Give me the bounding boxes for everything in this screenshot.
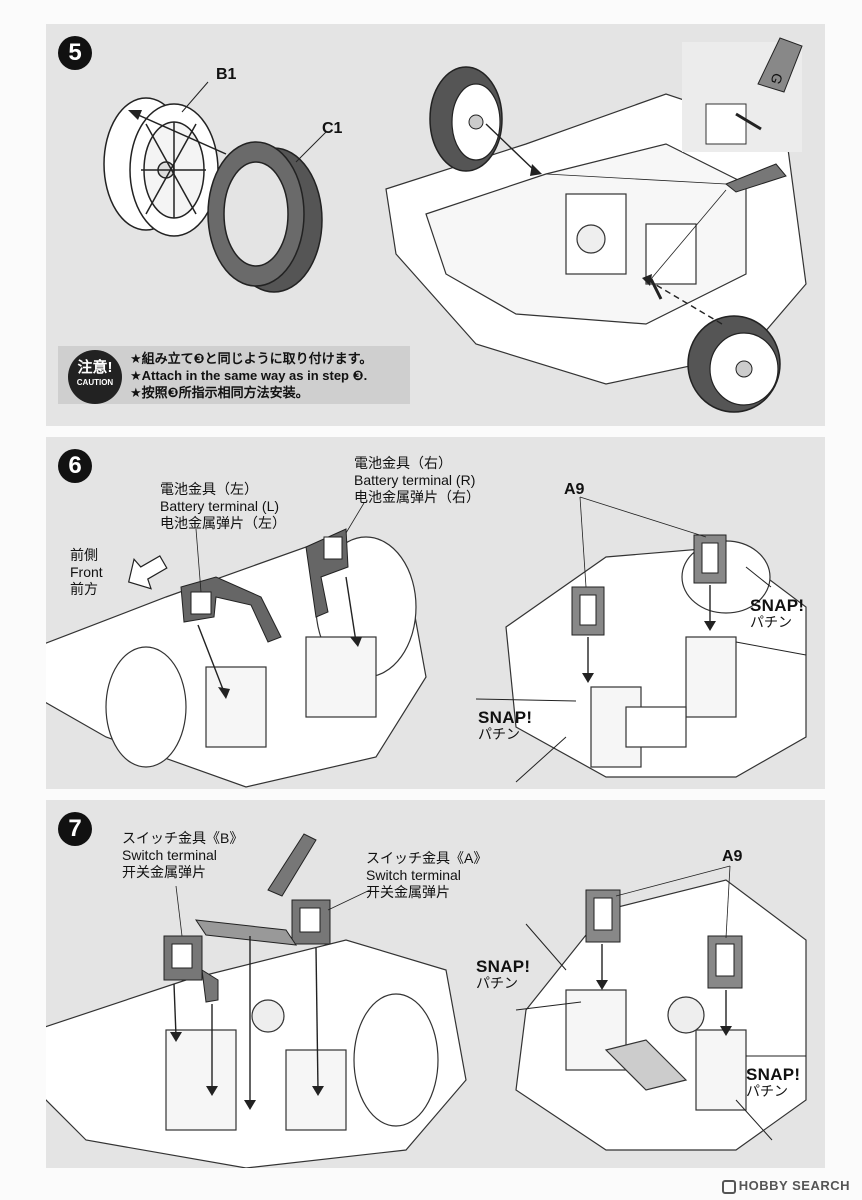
- front-label: 前側 Front 前方: [70, 547, 103, 598]
- step-7-illustration: [46, 833, 807, 1168]
- caution-line-cn: ★按照❸所指示相同方法安装。: [130, 385, 309, 400]
- snap-callout-right: SNAP! パチン: [750, 597, 804, 631]
- switch-terminal-b-jp: スイッチ金具《B》: [122, 830, 244, 846]
- svg-text:G: G: [767, 71, 786, 87]
- part-label-c1: C1: [322, 120, 343, 137]
- step-number: 5: [58, 36, 92, 70]
- part-label-a9: A9: [722, 848, 743, 865]
- snap-text-en: SNAP!: [746, 1065, 801, 1084]
- caution-line-en: ★Attach in the same way as in step ❸.: [130, 368, 368, 383]
- switch-terminal-a-en: Switch terminal: [366, 867, 461, 883]
- battery-terminal-right-jp: 電池金具（右）: [354, 455, 452, 471]
- snap-callout-right: SNAP! パチン: [746, 1066, 800, 1100]
- battery-terminal-left-label: 電池金具（左） Battery terminal (L) 电池金属弹片（左）: [160, 481, 286, 532]
- switch-terminal-a-label: スイッチ金具《A》 Switch terminal 开关金属弹片: [366, 850, 487, 901]
- hobby-search-logo-icon: [721, 1180, 736, 1194]
- caution-badge: 注意! CAUTION: [68, 350, 122, 404]
- step-6-panel: 6: [46, 437, 825, 789]
- watermark-text: HOBBY SEARCH: [738, 1178, 850, 1194]
- part-label-a9: A9: [564, 481, 585, 498]
- snap-callout-left: SNAP! パチン: [478, 709, 532, 743]
- snap-text-jp: パチン: [750, 614, 792, 630]
- snap-text-jp: パチン: [746, 1083, 788, 1099]
- front-label-cn: 前方: [70, 581, 98, 597]
- battery-terminal-right-cn: 电池金属弹片（右）: [354, 489, 480, 505]
- part-label-b1: B1: [216, 66, 237, 83]
- snap-text-jp: パチン: [476, 975, 518, 991]
- battery-terminal-left-jp: 電池金具（左）: [160, 481, 258, 497]
- caution-badge-en: CAUTION: [76, 378, 114, 387]
- step-5-panel: 5: [46, 24, 825, 426]
- step-7-panel: 7: [46, 800, 825, 1168]
- caution-badge-jp: 注意!: [77, 359, 113, 376]
- caution-box: 注意! CAUTION ★組み立て❸と同じように取り付けます。 ★Attach …: [58, 346, 410, 404]
- switch-terminal-a-cn: 开关金属弹片: [366, 884, 450, 900]
- battery-terminal-right-en: Battery terminal (R): [354, 472, 476, 488]
- caution-text: ★組み立て❸と同じように取り付けます。 ★Attach in the same …: [130, 350, 372, 401]
- snap-text-en: SNAP!: [478, 708, 533, 727]
- step-5-illustration: G: [103, 37, 807, 413]
- snap-callout-left: SNAP! パチン: [476, 958, 530, 992]
- step-number: 6: [58, 449, 92, 483]
- switch-terminal-b-cn: 开关金属弹片: [122, 864, 206, 880]
- front-label-en: Front: [70, 564, 103, 580]
- switch-terminal-b-label: スイッチ金具《B》 Switch terminal 开关金属弹片: [122, 830, 243, 881]
- watermark: HOBBY SEARCH: [721, 1178, 850, 1194]
- battery-terminal-right-label: 電池金具（右） Battery terminal (R) 电池金属弹片（右）: [354, 455, 480, 506]
- switch-terminal-a-jp: スイッチ金具《A》: [366, 850, 488, 866]
- snap-text-en: SNAP!: [476, 957, 531, 976]
- snap-text-en: SNAP!: [750, 596, 805, 615]
- snap-text-jp: パチン: [478, 726, 520, 742]
- caution-line-jp: ★組み立て❸と同じように取り付けます。: [130, 351, 373, 366]
- front-label-jp: 前側: [70, 547, 98, 563]
- step-6-illustration: [46, 496, 807, 788]
- step-number: 7: [58, 812, 92, 846]
- battery-terminal-left-cn: 电池金属弹片（左）: [160, 515, 286, 531]
- switch-terminal-b-en: Switch terminal: [122, 847, 217, 863]
- battery-terminal-left-en: Battery terminal (L): [160, 498, 280, 514]
